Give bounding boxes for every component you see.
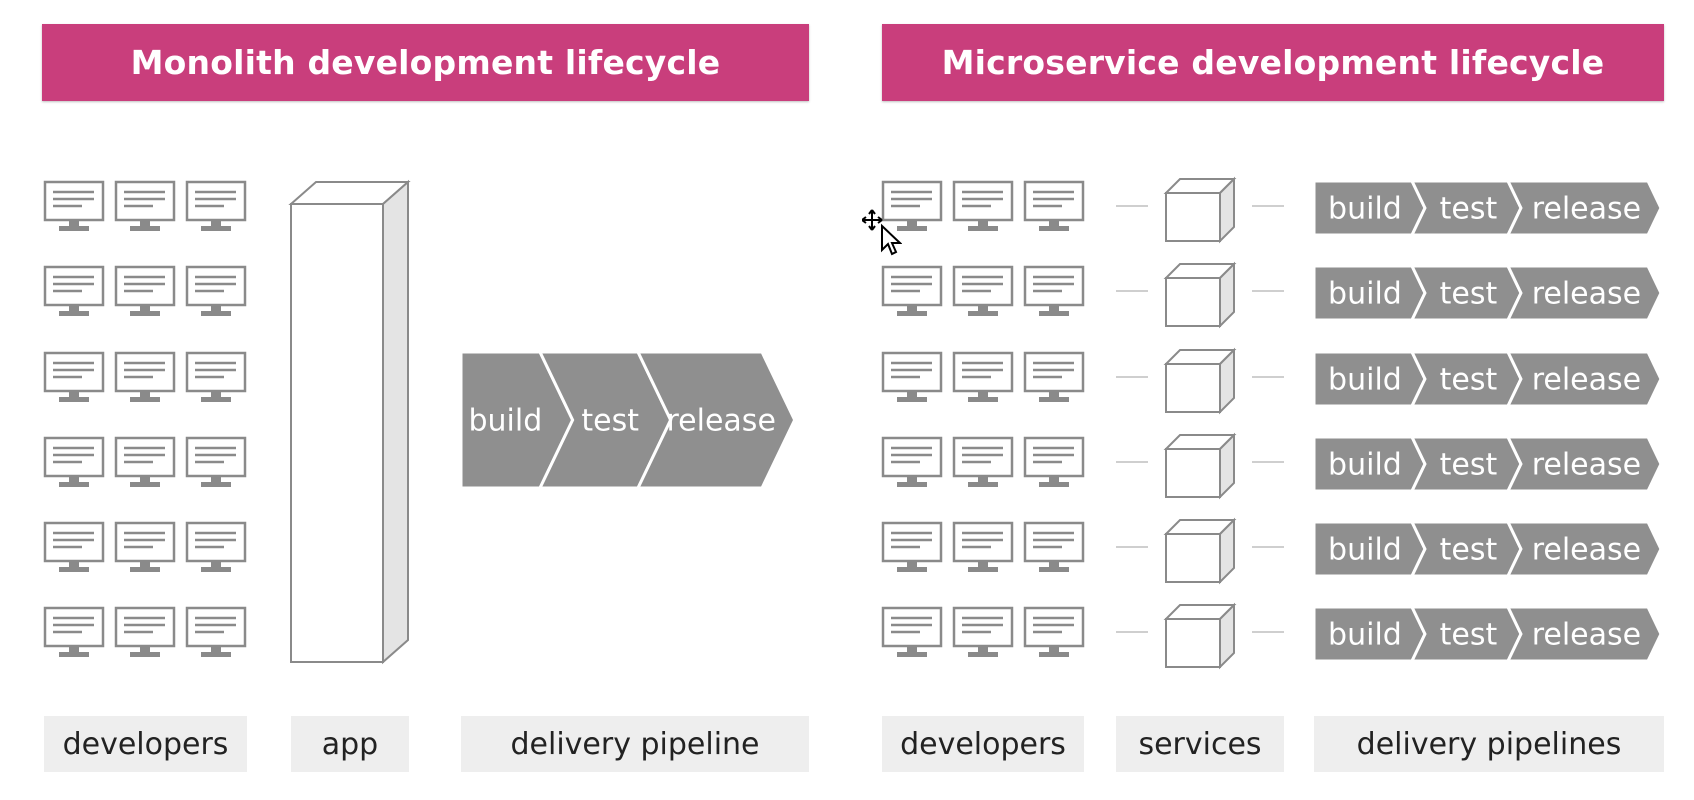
developer-monitor-icon <box>1023 521 1085 572</box>
pipeline-label-build: build <box>1328 448 1402 483</box>
service-cube-icon <box>1163 602 1237 670</box>
developer-monitor-icon <box>114 180 176 231</box>
pipeline-label-test: test <box>1440 618 1498 653</box>
microservice-pipeline: build test release <box>1312 435 1663 493</box>
developer-monitor-icon <box>952 180 1014 231</box>
microservice-pipeline: build test release <box>1312 605 1663 663</box>
developer-monitor-icon <box>1023 180 1085 231</box>
developer-monitor-icon <box>185 351 247 402</box>
pipeline-label-release: release <box>667 404 776 439</box>
pipeline-stage-release <box>635 350 797 490</box>
developer-monitor-icon <box>43 606 105 657</box>
developer-monitor-icon <box>1023 606 1085 657</box>
developer-monitor-icon <box>952 351 1014 402</box>
pipeline-label-build: build <box>469 404 543 439</box>
pipeline-label-release: release <box>1532 618 1641 653</box>
pipeline-label-build: build <box>1328 533 1402 568</box>
developer-monitor-icon <box>114 606 176 657</box>
pipeline-stage-release <box>1505 179 1663 237</box>
service-cube-icon <box>1163 261 1237 329</box>
developer-monitor-icon <box>185 265 247 316</box>
developer-monitor-icon <box>952 521 1014 572</box>
developer-monitor-icon <box>1023 436 1085 487</box>
developer-monitor-icon <box>43 351 105 402</box>
pipeline-label-build: build <box>1328 363 1402 398</box>
service-cube-icon <box>1163 432 1237 500</box>
pipeline-stage-release <box>1505 264 1663 322</box>
pipeline-label-release: release <box>1532 277 1641 312</box>
label-micro-developers: developers <box>882 716 1084 772</box>
developer-monitor-icon <box>185 521 247 572</box>
developer-monitor-icon <box>881 351 943 402</box>
monolith-pipeline: build test release <box>459 350 797 490</box>
pipeline-label-test: test <box>1440 533 1498 568</box>
pipeline-label-test: test <box>1440 448 1498 483</box>
developer-monitor-icon <box>185 180 247 231</box>
pipeline-label-test: test <box>1440 277 1498 312</box>
service-cube-icon <box>1163 517 1237 585</box>
developer-monitor-icon <box>114 265 176 316</box>
developer-monitor-icon <box>881 265 943 316</box>
developer-monitor-icon <box>43 265 105 316</box>
label-delivery-pipelines: delivery pipelines <box>1314 716 1664 772</box>
label-delivery-pipeline: delivery pipeline <box>461 716 809 772</box>
label-app: app <box>291 716 409 772</box>
pipeline-stage-release <box>1505 435 1663 493</box>
developer-monitor-icon <box>185 606 247 657</box>
developer-monitor-icon <box>43 436 105 487</box>
microservice-pipeline: build test release <box>1312 264 1663 322</box>
developer-monitor-icon <box>1023 265 1085 316</box>
microservice-pipeline: build test release <box>1312 350 1663 408</box>
developer-monitor-icon <box>185 436 247 487</box>
microservice-header: Microservice development lifecycle <box>882 24 1664 101</box>
developer-monitor-icon <box>952 606 1014 657</box>
pipeline-label-release: release <box>1532 533 1641 568</box>
mouse-cursor-icon <box>862 209 902 256</box>
label-monolith-developers: developers <box>44 716 247 772</box>
developer-monitor-icon <box>881 180 943 231</box>
developer-monitor-icon <box>952 436 1014 487</box>
pipeline-label-build: build <box>1328 277 1402 312</box>
service-cube-icon <box>1163 347 1237 415</box>
monolith-header: Monolith development lifecycle <box>42 24 809 101</box>
developer-monitor-icon <box>114 351 176 402</box>
pipeline-label-build: build <box>1328 618 1402 653</box>
pipeline-label-test: test <box>1440 363 1498 398</box>
pipeline-label-release: release <box>1532 363 1641 398</box>
pipeline-label-release: release <box>1532 192 1641 227</box>
developer-monitor-icon <box>881 436 943 487</box>
pipeline-label-test: test <box>1440 192 1498 227</box>
app-box-icon <box>288 179 411 665</box>
microservice-pipeline: build test release <box>1312 520 1663 578</box>
developer-monitor-icon <box>43 521 105 572</box>
pipeline-label-release: release <box>1532 448 1641 483</box>
developer-monitor-icon <box>114 521 176 572</box>
microservice-pipeline: build test release <box>1312 179 1663 237</box>
pipeline-label-test: test <box>581 404 639 439</box>
pipeline-stage-release <box>1505 350 1663 408</box>
developer-monitor-icon <box>881 521 943 572</box>
pipeline-stage-release <box>1505 520 1663 578</box>
developer-monitor-icon <box>1023 351 1085 402</box>
service-cube-icon <box>1163 176 1237 244</box>
developer-monitor-icon <box>43 180 105 231</box>
developer-monitor-icon <box>114 436 176 487</box>
pipeline-label-build: build <box>1328 192 1402 227</box>
label-services: services <box>1116 716 1284 772</box>
developer-monitor-icon <box>881 606 943 657</box>
developer-monitor-icon <box>952 265 1014 316</box>
pipeline-stage-release <box>1505 605 1663 663</box>
